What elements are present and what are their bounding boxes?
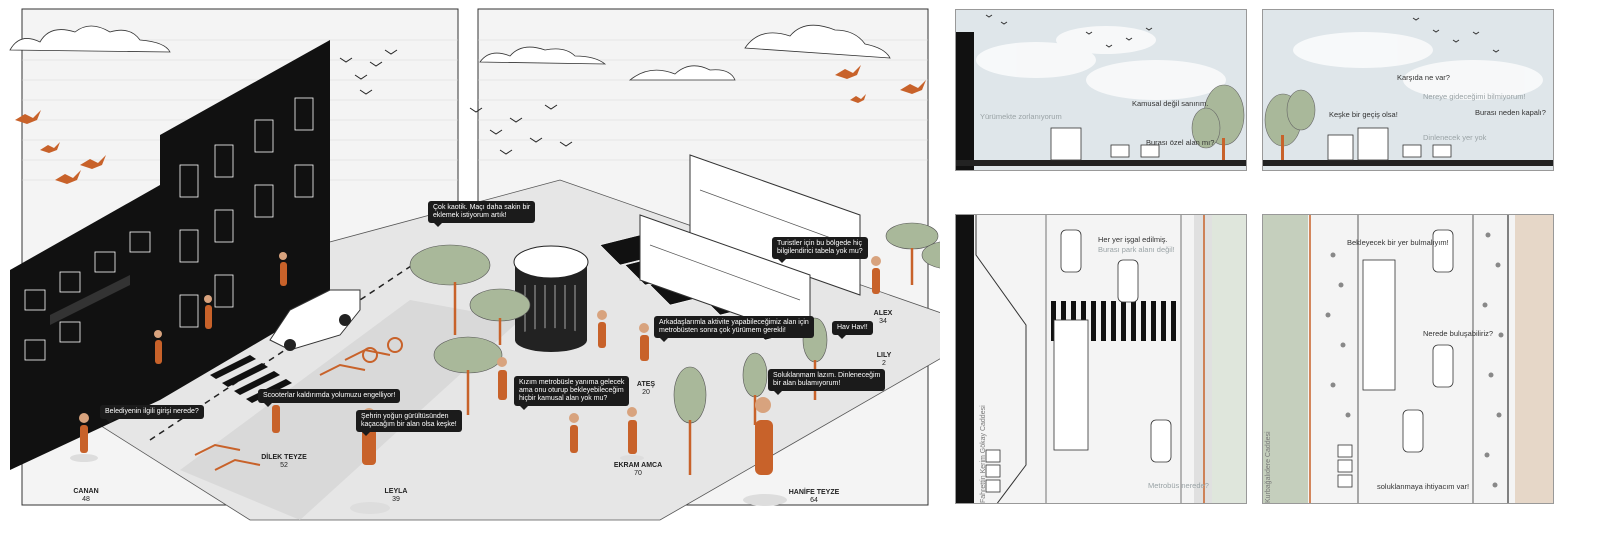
plan-right-quote-2: soluklanmaya ihtiyacım var! bbox=[1377, 482, 1470, 491]
plan-right-street-name: Kurbağalıdere Caddesi bbox=[1265, 431, 1272, 503]
trees bbox=[409, 222, 940, 475]
speech-bubble-tourist-signage: Turistler için bu bölgede hiç bilgilendi… bbox=[772, 237, 868, 263]
plan-right-quote-0: Bekleyecek bir yer bulmalıyım! bbox=[1347, 238, 1449, 247]
section-left-quote-1: Kamusal değil sanırım. bbox=[1132, 99, 1209, 108]
section-right-quote-2: Keşke bir geçiş olsa! bbox=[1329, 110, 1398, 119]
plan-right-quote-1: Nerede buluşabiliriz? bbox=[1423, 329, 1494, 338]
plan-left-quote-0: Her yer işgal edilmiş. bbox=[1098, 235, 1168, 244]
isometric-scene-svg bbox=[9, 8, 940, 521]
figure-shadows bbox=[70, 454, 787, 514]
round-kiosk bbox=[513, 245, 589, 352]
speech-bubble-municipality: Belediyenin ilgili girişi nerede? bbox=[100, 405, 204, 423]
section-right-quote-0: Karşıda ne var? bbox=[1397, 73, 1450, 82]
plan-right-bus bbox=[1362, 259, 1396, 391]
section-right-quote-4: Dinlenecek yer yok bbox=[1423, 133, 1487, 142]
plan-view-left: Her yer işgal edilmiş. Burası park alanı… bbox=[955, 214, 1247, 504]
speech-bubble-noise: Şehrin yoğun gürültüsünden kaçacağım bir… bbox=[356, 410, 462, 436]
plan-left-quote-2: Metrobüs nerede? bbox=[1148, 481, 1209, 490]
parked-car bbox=[269, 289, 361, 351]
birds-orange bbox=[15, 65, 926, 184]
scooters-bikes bbox=[194, 337, 403, 471]
section-left-svg bbox=[956, 14, 1246, 170]
birds-black bbox=[339, 49, 573, 155]
speech-bubble-chaotic: Çok kaotik. Maçı daha sakin bir eklemek … bbox=[428, 201, 536, 227]
section-view-right: Karşıda ne var? Nereye gideceğimi bilmiy… bbox=[1262, 9, 1554, 171]
clouds bbox=[9, 24, 891, 81]
plan-view-right: Bekleyecek bir yer bulmalıyım! Nerede bu… bbox=[1262, 214, 1554, 504]
speech-bubble-waiting-area: Kızım metrobüsle yanıma gelecek ama onu … bbox=[514, 376, 630, 410]
plan-left-svg bbox=[956, 215, 1246, 503]
black-buildings bbox=[10, 40, 330, 470]
section-right-quote-1: Nereye gideceğimi bilmiyorum! bbox=[1423, 92, 1526, 101]
isometric-illustration: Çok kaotik. Maçı daha sakin bir eklemek … bbox=[9, 8, 940, 521]
speech-bubble-activity-area: Arkadaşlarımla aktivite yapabileceğimiz … bbox=[654, 316, 814, 342]
section-left-quote-2: Burası özel alan mı? bbox=[1146, 138, 1215, 147]
plan-right-svg bbox=[1263, 215, 1553, 503]
speech-bubble-scooters: Scooterlar kaldırımda yolumuzu engelliyo… bbox=[258, 389, 401, 407]
section-right-quote-3: Burası neden kapalı? bbox=[1475, 108, 1546, 117]
plan-right-crowd bbox=[1325, 232, 1504, 488]
plan-bus bbox=[1053, 319, 1089, 451]
section-right-svg bbox=[1263, 17, 1553, 166]
speech-bubble-dog: Hav Hav!! bbox=[832, 321, 873, 339]
speech-bubble-rest-area: Soluklanmam lazım. Dinleneceğim bir alan… bbox=[768, 369, 886, 395]
plan-left-quote-1: Burası park alanı değil! bbox=[1098, 245, 1175, 254]
section-view-left: Yürümekte zorlanıyorum Kamusal değil san… bbox=[955, 9, 1247, 171]
plan-left-street-name: Fahrettin Kerim Gökay Caddesi bbox=[980, 405, 987, 503]
section-left-quote-0: Yürümekte zorlanıyorum bbox=[980, 112, 1062, 121]
